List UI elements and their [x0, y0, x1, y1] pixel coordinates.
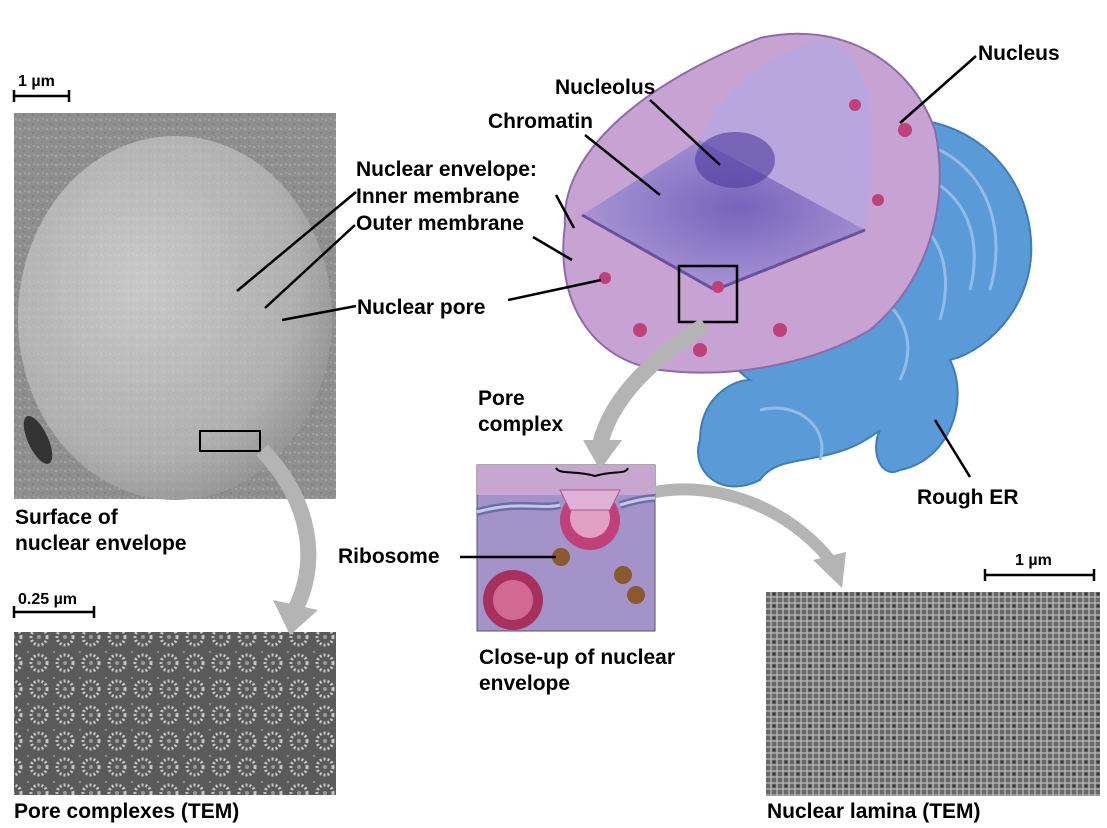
label-nucleus: Nucleus	[978, 42, 1060, 65]
caption-surface-line2: nuclear envelope	[15, 532, 187, 555]
caption-closeup-line2: envelope	[479, 672, 571, 695]
label-rough-er: Rough ER	[917, 486, 1019, 509]
pore-complexes-micrograph	[14, 632, 336, 795]
leader-lines	[236, 55, 977, 559]
label-nucleolus: Nucleolus	[555, 76, 656, 99]
surface-micrograph	[14, 113, 336, 500]
label-inner-membrane: Inner membrane	[356, 185, 520, 208]
scale-bar-lines	[12, 90, 1096, 618]
scale-label-lamina: 1 µm	[1015, 552, 1052, 569]
pore-region-box	[199, 430, 261, 452]
caption-nuclear-lamina: Nuclear lamina (TEM)	[767, 800, 981, 823]
label-pore-line2: complex	[478, 413, 564, 436]
magnification-arrows	[256, 318, 846, 635]
label-pore-line1: Pore	[478, 387, 525, 410]
caption-pore-complexes: Pore complexes (TEM)	[14, 800, 240, 823]
caption-closeup-line1: Close-up of nuclear	[479, 646, 676, 669]
closeup-drawing	[475, 464, 656, 632]
nucleolus-shape	[695, 132, 775, 188]
closeup-region-box	[677, 264, 739, 324]
label-outer-membrane: Outer membrane	[356, 212, 525, 235]
label-nuclear-envelope: Nuclear envelope:	[356, 158, 537, 181]
nuclear-lamina-micrograph	[766, 592, 1100, 796]
caption-surface-line1: Surface of	[15, 506, 118, 529]
label-nuclear-pore: Nuclear pore	[357, 296, 486, 319]
label-chromatin: Chromatin	[488, 110, 593, 133]
nucleus-drawing	[562, 32, 941, 374]
scale-label-pore-complexes: 0.25 µm	[18, 591, 78, 608]
label-ribosome: Ribosome	[338, 545, 440, 568]
scale-label-surface: 1 µm	[18, 73, 55, 90]
